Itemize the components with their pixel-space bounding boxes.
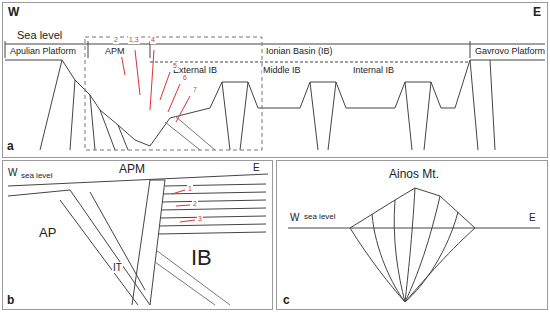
strata-lines [165, 116, 215, 150]
sea-level-label: sea level [303, 213, 337, 222]
callout-number: 4 [150, 36, 156, 44]
unit-label: IT [112, 262, 123, 273]
direction-label: E [528, 212, 537, 223]
sea-level-label: Sea level [16, 29, 63, 41]
unit-label: IB [190, 246, 213, 270]
red-arrow [120, 48, 190, 122]
unit-label: Gavrovo Platform [474, 47, 546, 57]
fault-lines [372, 188, 458, 302]
direction-label: W [289, 212, 300, 223]
unit-label: Apulian Platform [9, 47, 77, 57]
fault-lines [470, 60, 495, 150]
horst-faults [222, 82, 431, 150]
callout-number: 1 [187, 185, 193, 193]
mountain-root [350, 228, 475, 302]
callout-number: 7 [192, 86, 198, 94]
sea-level-line [5, 44, 545, 45]
fault-lines [40, 60, 128, 150]
direction-label: W [7, 6, 20, 19]
direction-label: E [532, 6, 542, 19]
unit-label: Ionian Basin (IB) [265, 47, 334, 57]
unit-label: AP [38, 226, 57, 240]
bracket-tick [88, 41, 89, 58]
callout-number: 5 [172, 62, 178, 70]
callout-number: 3 [197, 215, 203, 223]
platform-margin [8, 190, 150, 305]
callout-number: 2 [192, 200, 198, 208]
inset-box [85, 37, 262, 150]
callout-number: 1,3 [128, 36, 140, 44]
unit-label: APM [118, 163, 146, 176]
bracket-tick [470, 41, 471, 58]
panel-frame [3, 161, 273, 310]
strata-lines [158, 184, 266, 234]
sea-level-label: sea level [20, 172, 54, 181]
bracket-tick [5, 41, 6, 58]
mountain-label: Ainos Mt. [388, 168, 440, 181]
basin-bracket [150, 62, 470, 63]
panel-frame [277, 161, 548, 310]
callout-number: 2 [113, 36, 119, 44]
unit-label: Middle IB [262, 66, 302, 76]
sea-floor-profile [5, 60, 545, 146]
direction-label: E [252, 162, 261, 173]
unit-label: APM [104, 47, 126, 57]
thrust-zone [132, 180, 165, 305]
fault-lines [60, 192, 145, 305]
panel-letter: b [6, 294, 15, 307]
unit-label: Internal IB [352, 66, 395, 76]
direction-label: W [7, 167, 18, 178]
unit-label: External IB [172, 66, 218, 76]
sea-level-line [288, 228, 540, 229]
panel-letter: c [282, 294, 291, 307]
panel-frame [3, 3, 548, 158]
callout-number: 6 [182, 74, 188, 82]
panel-letter: a [6, 140, 15, 153]
